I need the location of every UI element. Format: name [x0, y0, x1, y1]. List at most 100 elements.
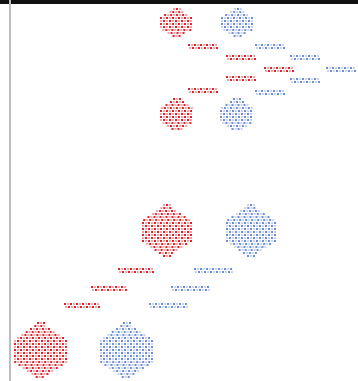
upper-blue-dash-3-dot — [350, 67, 352, 69]
upper-red-blob-bottom-dot — [181, 104, 183, 106]
lower-blue-blob-bottom-dot — [121, 337, 123, 339]
lower-red-blob-top-dot — [146, 219, 148, 221]
lower-red-blob-top-dot — [151, 237, 153, 239]
lower-red-blob-top-dot — [170, 249, 172, 251]
lower-blue-blob-top-dot — [268, 225, 270, 227]
lower-blue-blob-top-dot — [238, 234, 240, 236]
upper-blue-blob-bottom-dot — [239, 101, 241, 103]
lower-blue-blob-bottom-dot — [108, 364, 110, 366]
lower-blue-blob-top-dot — [256, 231, 258, 233]
lower-red-blob-bottom-dot — [65, 349, 67, 351]
lower-blue-dash-1-dot — [227, 268, 229, 270]
upper-red-dash-3-dot — [282, 67, 284, 69]
upper-red-blob-top-dot — [178, 26, 180, 28]
upper-blue-dash-5-dot — [268, 93, 270, 95]
lower-red-blob-top-dot — [178, 231, 180, 233]
lower-red-blob-bottom-dot — [42, 334, 44, 336]
lower-blue-blob-top-dot — [254, 213, 256, 215]
upper-blue-dash-3-dot — [348, 70, 350, 72]
lower-blue-blob-top-dot — [271, 222, 273, 224]
lower-red-dash-3-dot — [80, 306, 82, 308]
lower-red-blob-top-dot — [171, 210, 173, 212]
upper-blue-blob-top-dot — [230, 17, 232, 19]
lower-red-dash-3-dot — [76, 303, 78, 305]
lower-red-blob-bottom-dot — [26, 367, 28, 369]
lower-blue-blob-bottom-dot — [132, 364, 134, 366]
lower-blue-blob-top-dot — [246, 246, 248, 248]
lower-blue-blob-top-dot — [268, 222, 270, 224]
upper-blue-dash-1-dot — [282, 44, 284, 46]
lower-red-blob-bottom-dot — [32, 349, 34, 351]
lower-red-blob-bottom-dot — [23, 337, 25, 339]
upper-red-dash-2-dot — [226, 55, 228, 57]
lower-blue-blob-top-dot — [250, 216, 252, 218]
lower-blue-blob-top-dot — [271, 237, 273, 239]
lower-red-blob-bottom-dot — [35, 355, 37, 357]
upper-blue-blob-top-dot — [238, 32, 240, 34]
upper-red-dash-1-dot — [209, 44, 211, 46]
lower-red-blob-bottom-dot — [17, 349, 19, 351]
upper-red-dash-1-dot — [210, 47, 212, 49]
upper-red-blob-top-dot — [189, 29, 191, 31]
upper-red-blob-top-dot — [169, 23, 171, 25]
upper-red-blob-top-dot — [173, 8, 175, 10]
lower-blue-blob-top-dot — [229, 234, 231, 236]
lower-blue-dash-3-dot — [177, 306, 179, 308]
upper-red-blob-bottom-dot — [163, 119, 165, 121]
upper-red-blob-top-dot — [175, 11, 177, 13]
lower-blue-blob-bottom-dot — [109, 361, 111, 363]
lower-red-blob-bottom-dot — [51, 334, 53, 336]
upper-red-blob-bottom-dot — [190, 110, 192, 112]
upper-red-dash-5-dot — [203, 88, 205, 90]
lower-blue-blob-bottom-dot — [145, 355, 147, 357]
lower-blue-blob-top-dot — [274, 225, 276, 227]
upper-red-dash-3-dot — [279, 67, 281, 69]
lower-blue-blob-bottom-dot — [118, 355, 120, 357]
upper-blue-dash-2-dot — [303, 58, 305, 60]
lower-red-blob-bottom-dot — [56, 349, 58, 351]
lower-red-blob-top-dot — [187, 222, 189, 224]
lower-red-blob-top-dot — [178, 216, 180, 218]
lower-red-blob-bottom-dot — [46, 364, 48, 366]
lower-red-blob-top-dot — [163, 255, 165, 257]
lower-blue-blob-bottom-dot — [125, 334, 127, 336]
lower-blue-blob-top-dot — [259, 222, 261, 224]
lower-blue-blob-bottom-dot — [151, 346, 153, 348]
lower-blue-dash-1-dot — [221, 268, 223, 270]
upper-blue-blob-top-dot — [251, 26, 253, 28]
lower-red-blob-bottom-dot — [45, 334, 47, 336]
upper-blue-blob-bottom-dot — [226, 104, 228, 106]
lower-red-blob-bottom-dot — [36, 370, 38, 372]
lower-blue-blob-bottom-dot — [123, 325, 125, 327]
upper-red-dash-5-dot — [215, 88, 217, 90]
upper-blue-dash-5-dot — [273, 90, 275, 92]
lower-blue-dash-2-dot — [184, 289, 186, 291]
upper-blue-blob-bottom-dot — [233, 107, 235, 109]
lower-blue-blob-top-dot — [257, 219, 259, 221]
upper-red-blob-bottom-dot — [178, 128, 180, 130]
lower-blue-blob-bottom-dot — [139, 358, 141, 360]
lower-blue-blob-bottom-dot — [109, 346, 111, 348]
lower-blue-blob-top-dot — [241, 240, 243, 242]
lower-red-blob-top-dot — [165, 210, 167, 212]
lower-blue-dash-1-dot — [207, 271, 209, 273]
lower-blue-blob-bottom-dot — [125, 370, 127, 372]
lower-blue-blob-top-dot — [236, 243, 238, 245]
lower-red-dash-2-dot — [104, 289, 106, 291]
lower-blue-blob-bottom-dot — [128, 376, 130, 378]
upper-blue-dash-3-dot — [330, 70, 332, 72]
upper-blue-dash-5-dot — [282, 90, 284, 92]
lower-red-blob-top-dot — [181, 225, 183, 227]
lower-blue-dash-3-dot — [155, 303, 157, 305]
lower-red-blob-bottom-dot — [65, 352, 67, 354]
lower-red-blob-bottom-dot — [32, 340, 34, 342]
lower-red-blob-bottom-dot — [38, 340, 40, 342]
lower-blue-blob-bottom-dot — [122, 328, 124, 330]
lower-blue-blob-top-dot — [255, 210, 257, 212]
upper-blue-blob-top-dot — [245, 20, 247, 22]
lower-blue-blob-top-dot — [262, 225, 264, 227]
lower-red-blob-bottom-dot — [53, 367, 55, 369]
lower-red-blob-top-dot — [185, 219, 187, 221]
lower-red-blob-top-dot — [145, 237, 147, 239]
lower-blue-blob-bottom-dot — [109, 337, 111, 339]
